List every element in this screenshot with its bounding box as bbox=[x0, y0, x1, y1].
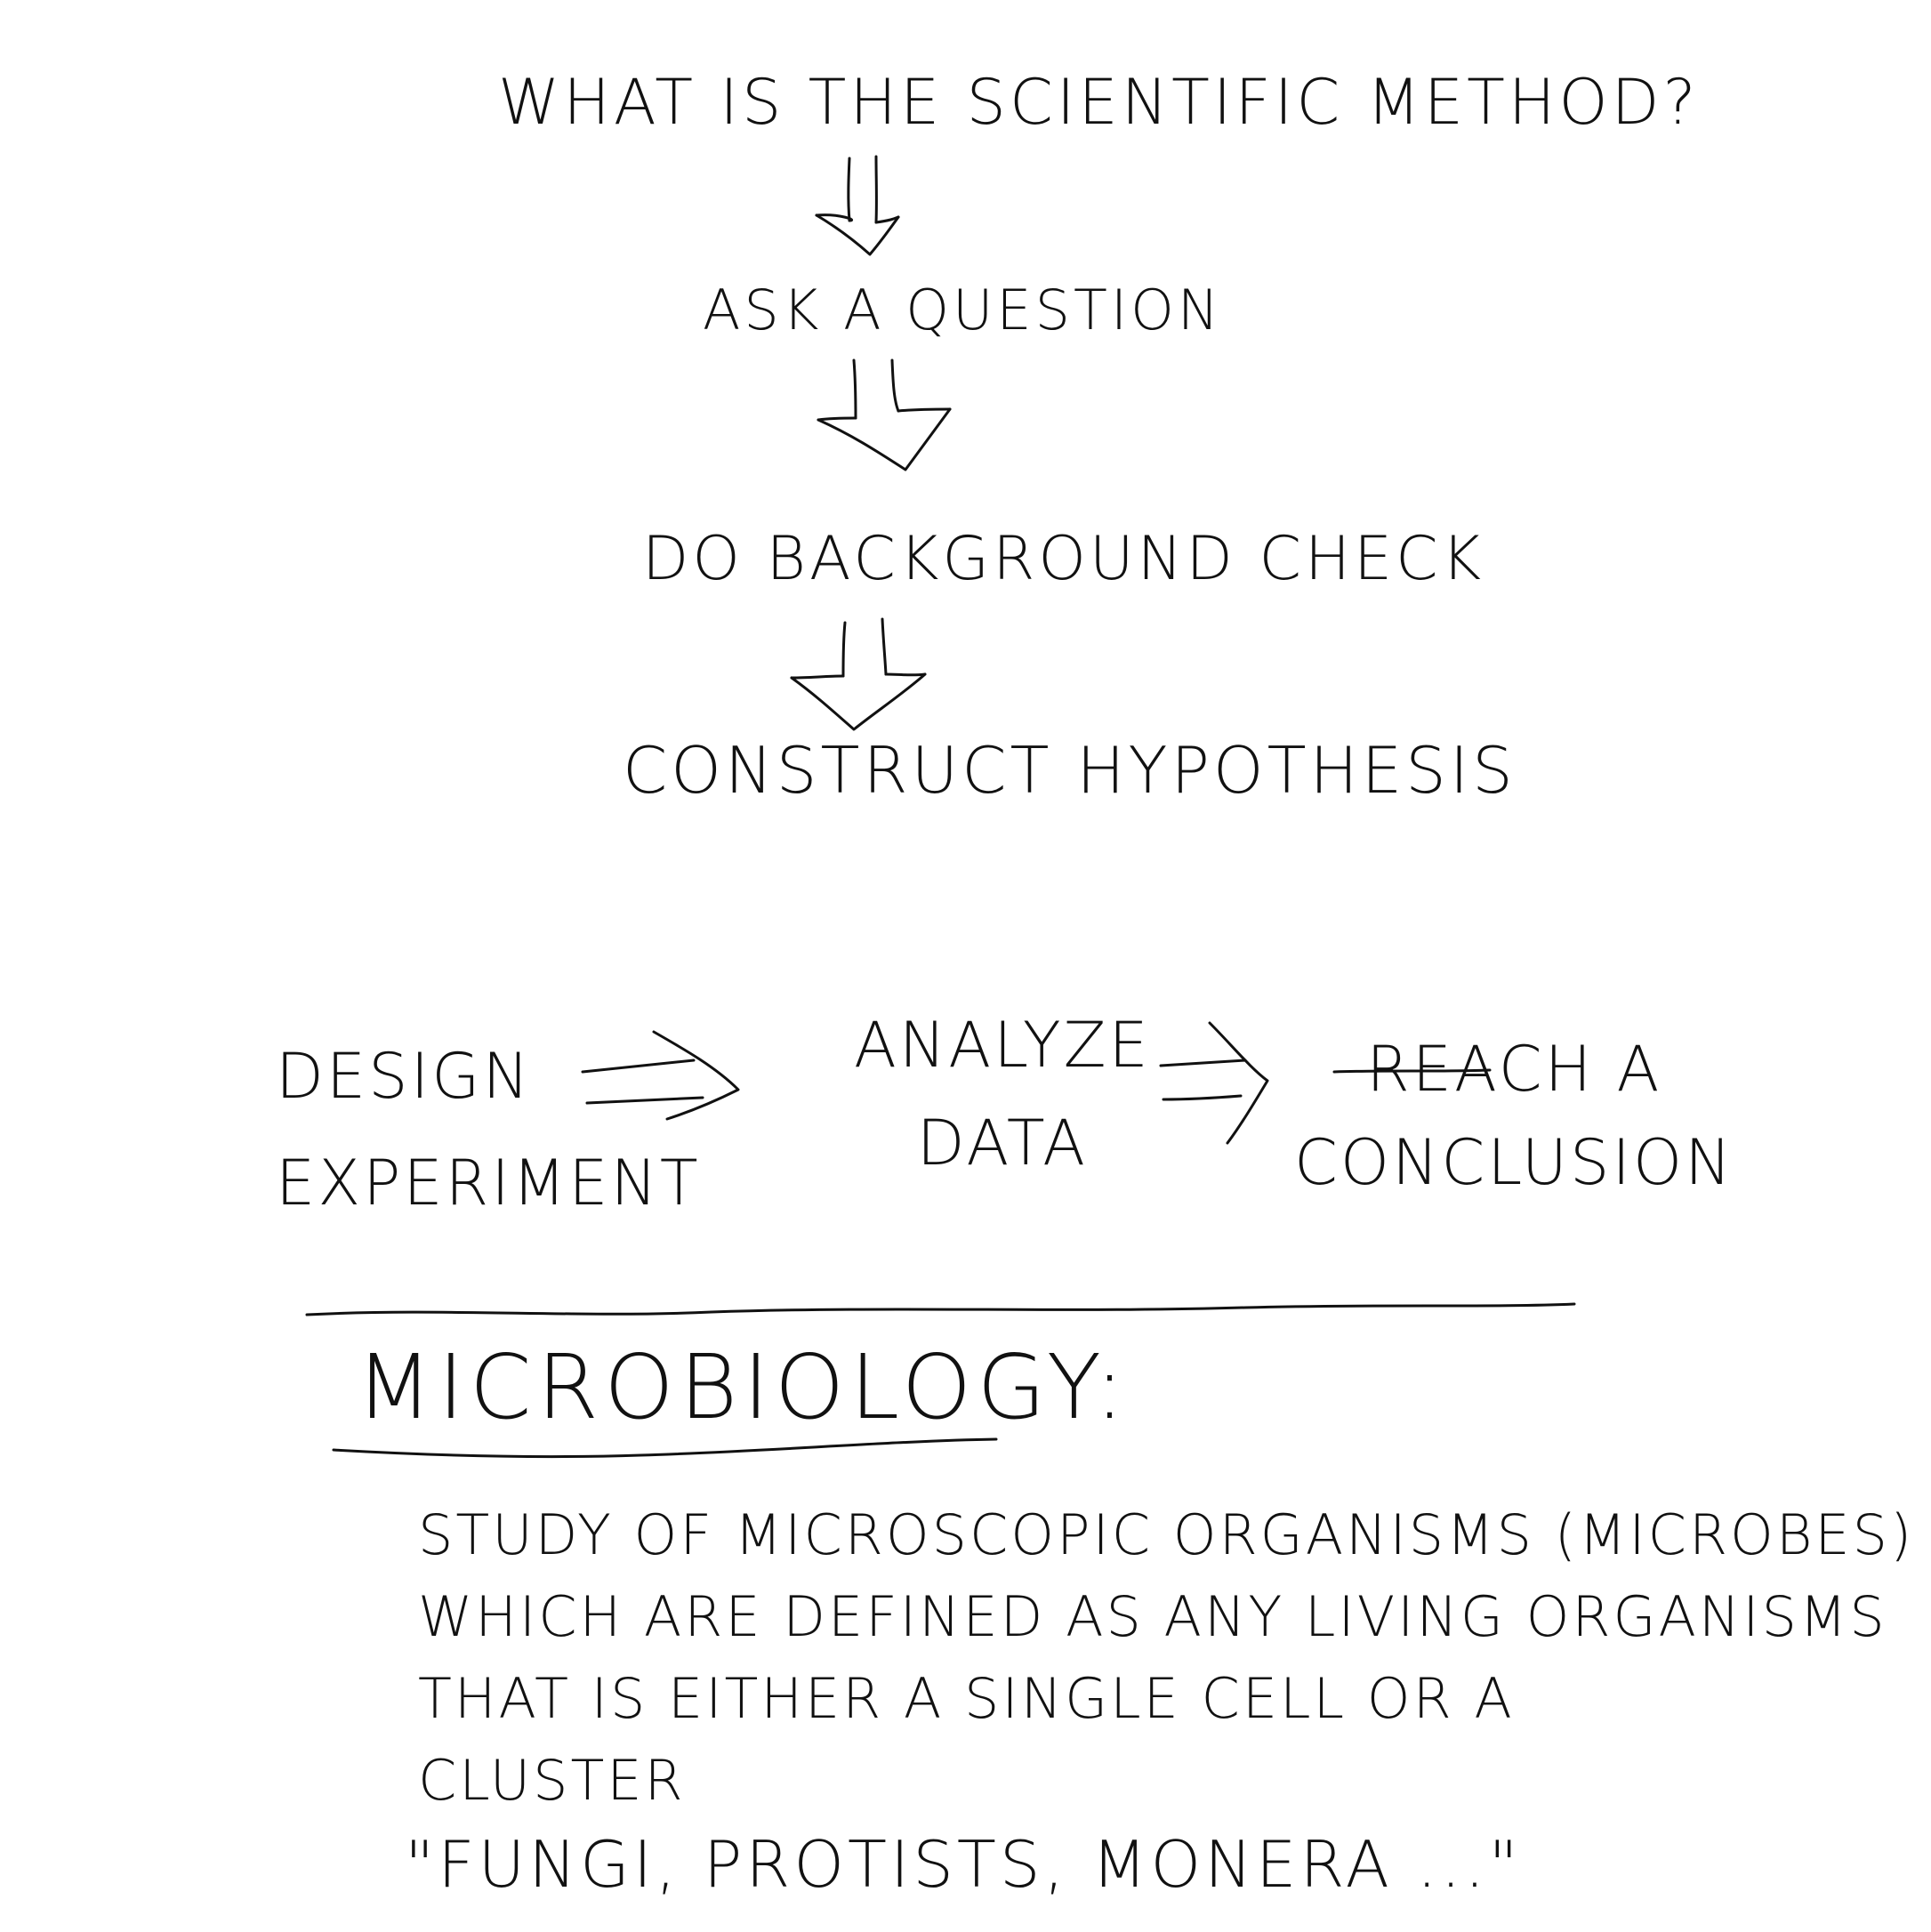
step-conclusion-line: CONCLUSION bbox=[1294, 1126, 1734, 1199]
step-analyze-line: ANALYZE bbox=[854, 1009, 1151, 1082]
right-arrow-icon bbox=[1159, 1021, 1269, 1145]
step-design-line: EXPERIMENT bbox=[276, 1147, 701, 1220]
definition-line: THAT IS EITHER A SINGLE CELL OR A bbox=[418, 1666, 1515, 1731]
down-arrow-icon bbox=[817, 358, 952, 471]
step-reach-conclusion: REACH A CONCLUSION bbox=[1294, 1023, 1734, 1210]
definition-line: STUDY OF MICROSCOPIC ORGANISMS (MICROBES… bbox=[418, 1502, 1915, 1567]
step-background-check: DO BACKGROUND CHECK bbox=[642, 524, 1485, 594]
heading-underline bbox=[332, 1437, 998, 1459]
definition-line: WHICH ARE DEFINED AS ANY LIVING ORGANISM… bbox=[418, 1584, 1887, 1649]
step-design-line: DESIGN bbox=[276, 1040, 532, 1113]
step-ask-question: ASK A QUESTION bbox=[703, 278, 1223, 342]
step-analyze-line: DATA bbox=[916, 1107, 1089, 1179]
step-design-experiment: DESIGN EXPERIMENT bbox=[276, 1023, 701, 1236]
down-arrow-icon bbox=[790, 617, 927, 731]
section-divider bbox=[305, 1302, 1576, 1316]
page-title: WHAT IS THE SCIENTIFIC METHOD? bbox=[498, 66, 1700, 139]
down-arrow-icon bbox=[815, 155, 900, 256]
section-examples: "FUNGI, PROTISTS, MONERA ..." bbox=[405, 1827, 1522, 1902]
section-heading: MICROBIOLOGY: bbox=[356, 1335, 1130, 1439]
definition-line: CLUSTER bbox=[418, 1748, 686, 1813]
step-construct-hypothesis: CONSTRUCT HYPOTHESIS bbox=[623, 733, 1517, 808]
step-conclusion-line: REACH A bbox=[1366, 1033, 1662, 1106]
section-definition: STUDY OF MICROSCOPIC ORGANISMS (MICROBES… bbox=[418, 1494, 1914, 1822]
step-analyze-data: ANALYZE DATA bbox=[854, 996, 1151, 1192]
